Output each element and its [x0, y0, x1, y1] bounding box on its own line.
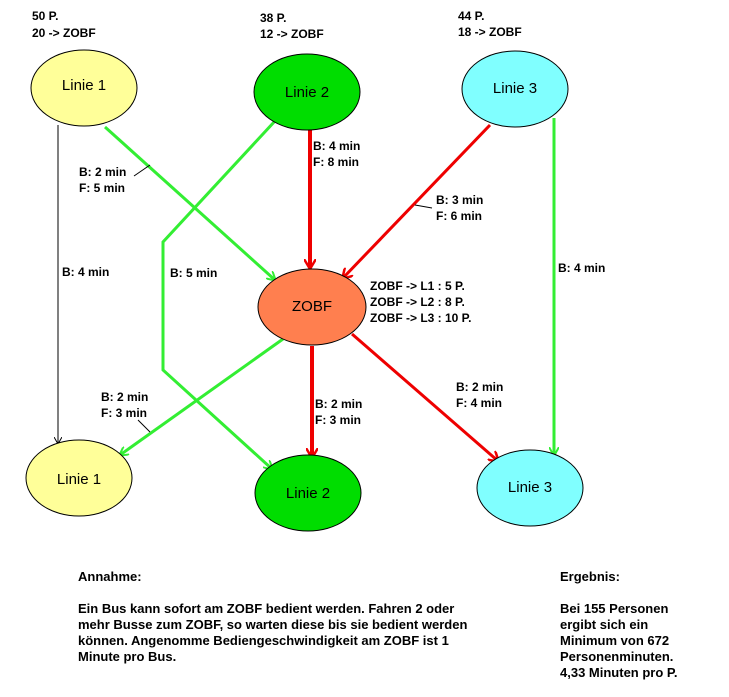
- pointer-l1-to-zobf: [133, 164, 151, 177]
- edge-l3-to-zobf: [343, 123, 492, 278]
- node-linie2-top-label: Linie 2: [285, 84, 329, 101]
- label-zobf-to-l2-b: B: 2 min: [315, 397, 362, 411]
- node-linie3-bottom: Linie 3: [476, 449, 584, 527]
- node-linie3-bottom-label: Linie 3: [508, 479, 552, 496]
- l2-transfer-label: 12 -> ZOBF: [260, 27, 324, 41]
- l2-passengers-label: 38 P.: [260, 11, 286, 25]
- label-zobf-to-l1-b: B: 2 min: [101, 390, 148, 404]
- node-linie3-top-label: Linie 3: [493, 80, 537, 97]
- annahme-text: Ein Bus kann sofort am ZOBF bedient werd…: [78, 601, 468, 664]
- l1-passengers-label: 50 P.: [32, 9, 58, 23]
- zobf-transfer-l2: ZOBF -> L2 : 8 P.: [370, 295, 465, 309]
- ergebnis-text: Bei 155 Personen ergibt sich ein Minimum…: [560, 601, 678, 680]
- pointer-zobf-to-l1: [137, 419, 151, 433]
- edge-l1-to-zobf: [103, 125, 275, 280]
- node-linie1-bottom-label: Linie 1: [57, 471, 101, 488]
- annahme-block: Annahme: Ein Bus kann sofort am ZOBF bed…: [78, 553, 518, 681]
- node-linie2-top: Linie 2: [253, 53, 361, 131]
- label-zobf-to-l3-b: B: 2 min: [456, 380, 503, 394]
- label-l3-to-zobf-f: F: 6 min: [436, 209, 482, 223]
- edge-zobf-to-l3: [351, 332, 498, 461]
- pointer-l3-to-zobf: [414, 204, 433, 209]
- l3-transfer-label: 18 -> ZOBF: [458, 25, 522, 39]
- edge-zobf-to-l1: [120, 337, 284, 455]
- label-zobf-to-l3-f: F: 4 min: [456, 396, 502, 410]
- l3-passengers-label: 44 P.: [458, 9, 484, 23]
- label-l1-direct: B: 4 min: [62, 265, 109, 279]
- annahme-title: Annahme:: [78, 569, 142, 584]
- node-zobf-label: ZOBF: [292, 298, 332, 315]
- edge-l2-direct: [161, 119, 277, 469]
- label-l1-to-zobf-b: B: 2 min: [79, 165, 126, 179]
- node-linie2-bottom: Linie 2: [254, 454, 362, 532]
- bus-network-diagram: 50 P. 20 -> ZOBF 38 P. 12 -> ZOBF 44 P. …: [25, 9, 605, 532]
- ergebnis-block: Ergebnis: Bei 155 Personen ergibt sich e…: [560, 553, 725, 697]
- label-l3-direct: B: 4 min: [558, 261, 605, 275]
- label-l1-to-zobf-f: F: 5 min: [79, 181, 125, 195]
- zobf-transfer-l3: ZOBF -> L3 : 10 P.: [370, 311, 471, 325]
- zobf-transfer-l1: ZOBF -> L1 : 5 P.: [370, 279, 465, 293]
- node-linie1-bottom: Linie 1: [25, 439, 133, 517]
- label-zobf-to-l2-f: F: 3 min: [315, 413, 361, 427]
- node-linie1-top-label: Linie 1: [62, 77, 106, 94]
- label-zobf-to-l1-f: F: 3 min: [101, 406, 147, 420]
- node-linie3-top: Linie 3: [461, 50, 569, 128]
- label-l3-to-zobf-b: B: 3 min: [436, 193, 483, 207]
- label-l2-direct: B: 5 min: [170, 266, 217, 280]
- label-l2-to-zobf-b: B: 4 min: [313, 139, 360, 153]
- node-linie1-top: Linie 1: [30, 49, 138, 127]
- node-linie2-bottom-label: Linie 2: [286, 485, 330, 502]
- l1-transfer-label: 20 -> ZOBF: [32, 26, 96, 40]
- label-l2-to-zobf-f: F: 8 min: [313, 155, 359, 169]
- ergebnis-title: Ergebnis:: [560, 569, 620, 584]
- node-zobf: ZOBF: [257, 268, 367, 346]
